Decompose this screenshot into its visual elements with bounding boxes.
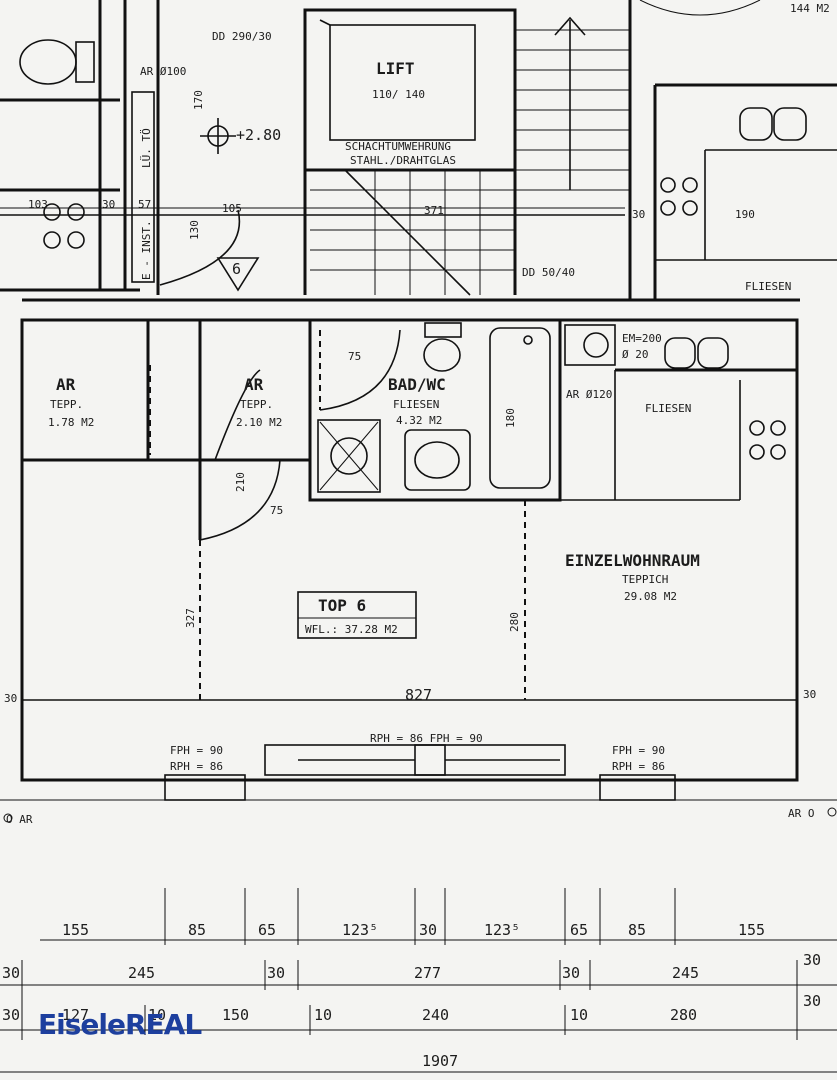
dim-r2-0: 30 [2, 964, 20, 982]
room-ar1-name: AR [56, 375, 76, 394]
dim-r2-3: 277 [414, 964, 441, 982]
room-bad-area: 4.32 M2 [396, 414, 442, 427]
unit-top-label: TOP 6 [318, 596, 366, 615]
dim-r2-6: 30 [803, 951, 821, 969]
note-corner: 144 M2 [790, 2, 830, 15]
note-105: 105 [222, 202, 242, 215]
dim-r2-4: 30 [562, 964, 580, 982]
note-75a: 75 [348, 350, 361, 363]
room-ar1-floor: TEPP. [50, 398, 83, 411]
room-ar2-name: AR [244, 375, 264, 394]
note-fph-left: FPH = 90 [170, 744, 223, 757]
note-30c: 30 [4, 692, 17, 705]
lift-size: 110/ 140 [372, 88, 425, 101]
room-bad-floor: FLIESEN [393, 398, 439, 411]
brand-logo: EiseleREAL [38, 1008, 202, 1041]
dim-r1-1: 85 [188, 921, 206, 939]
note-75b: 75 [270, 504, 283, 517]
dim-r3-8: 30 [803, 992, 821, 1010]
dim-r3-1: 127 [62, 1006, 89, 1024]
note-ar120: AR Ø120 [566, 388, 612, 401]
dim-r1-8: 155 [738, 921, 765, 939]
dimension-row-3: 30 127 10 150 10 240 10 280 30 [2, 992, 821, 1024]
note-oar-left: O AR [6, 813, 33, 826]
note-level: +2.80 [236, 126, 281, 144]
note-280v: 280 [508, 612, 521, 632]
upper-structure [0, 0, 837, 300]
note-371: 371 [424, 204, 444, 217]
room-kitchen-floor: FLIESEN [645, 402, 691, 415]
dim-r3-0: 30 [2, 1006, 20, 1024]
note-30d: 30 [803, 688, 816, 701]
room-einzel-floor: TEPPICH [622, 573, 668, 586]
dim-r3-6: 10 [570, 1006, 588, 1024]
note-57: 57 [138, 198, 151, 211]
stair-number: 6 [232, 260, 241, 278]
note-oar-right: AR O [788, 807, 815, 820]
room-ar1-area: 1.78 M2 [48, 416, 94, 429]
shaft-note-2: STAHL./DRAHTGLAS [350, 154, 456, 167]
note-rph-mid: RPH = 86 FPH = 90 [370, 732, 483, 745]
dim-r3-4: 10 [314, 1006, 332, 1024]
note-dd-top: DD 290/30 [212, 30, 272, 43]
dim-r2-1: 245 [128, 964, 155, 982]
dim-r3-2: 10 [148, 1006, 166, 1024]
note-130: 130 [188, 220, 201, 240]
dim-r1-0: 155 [62, 921, 89, 939]
note-e-inst: E - INST. [140, 220, 153, 280]
note-ar100: AR Ø100 [140, 65, 186, 78]
dim-r3-5: 240 [422, 1006, 449, 1024]
dim-r1-4: 30 [419, 921, 437, 939]
note-170: 170 [192, 90, 205, 110]
dim-total: 1907 [422, 1052, 458, 1070]
dim-r2-5: 245 [672, 964, 699, 982]
note-30b: 30 [632, 208, 645, 221]
note-dd-mid: DD 50/40 [522, 266, 575, 279]
note-180: 180 [504, 408, 517, 428]
dim-r1-5: 123⁵ [484, 921, 520, 939]
note-327: 327 [184, 608, 197, 628]
dimension-row-1: 155 85 65 123⁵ 30 123⁵ 65 85 155 [62, 921, 765, 939]
room-einzel-area: 29.08 M2 [624, 590, 677, 603]
dim-r1-6: 65 [570, 921, 588, 939]
lift-label: LIFT [376, 59, 415, 78]
note-rph-right: RPH = 86 [612, 760, 665, 773]
note-210: 210 [234, 472, 247, 492]
room-bad-name: BAD/WC [388, 375, 446, 394]
note-827: 827 [405, 686, 432, 704]
dim-r1-2: 65 [258, 921, 276, 939]
room-ar2-area: 2.10 M2 [236, 416, 282, 429]
dim-r3-3: 150 [222, 1006, 249, 1024]
dim-r1-7: 85 [628, 921, 646, 939]
room-einzel-name: EINZELWOHNRAUM [565, 551, 700, 570]
unit-tag: TOP 6 WFL.: 37.28 M2 [297, 591, 417, 639]
note-190: 190 [735, 208, 755, 221]
note-em2: Ø 20 [622, 348, 649, 361]
dim-r2-2: 30 [267, 964, 285, 982]
dimension-row-2: 30 245 30 277 30 245 30 [2, 951, 821, 982]
dim-r3-7: 280 [670, 1006, 697, 1024]
room-ar2-floor: TEPP. [240, 398, 273, 411]
note-fliesen-right: FLIESEN [745, 280, 791, 293]
note-lu-to: LÜ. TÖ [140, 128, 153, 168]
note-rph-left: RPH = 86 [170, 760, 223, 773]
shaft-note-1: SCHACHTUMWEHRUNG [345, 140, 451, 153]
dimension-chains [0, 888, 837, 1073]
dim-r1-3: 123⁵ [342, 921, 378, 939]
note-em: EM=200 [622, 332, 662, 345]
apartment-walls [0, 298, 837, 823]
unit-area-label: WFL.: 37.28 M2 [305, 623, 398, 636]
note-fph-right: FPH = 90 [612, 744, 665, 757]
note-30a: 30 [102, 198, 115, 211]
note-103: 103 [28, 198, 48, 211]
